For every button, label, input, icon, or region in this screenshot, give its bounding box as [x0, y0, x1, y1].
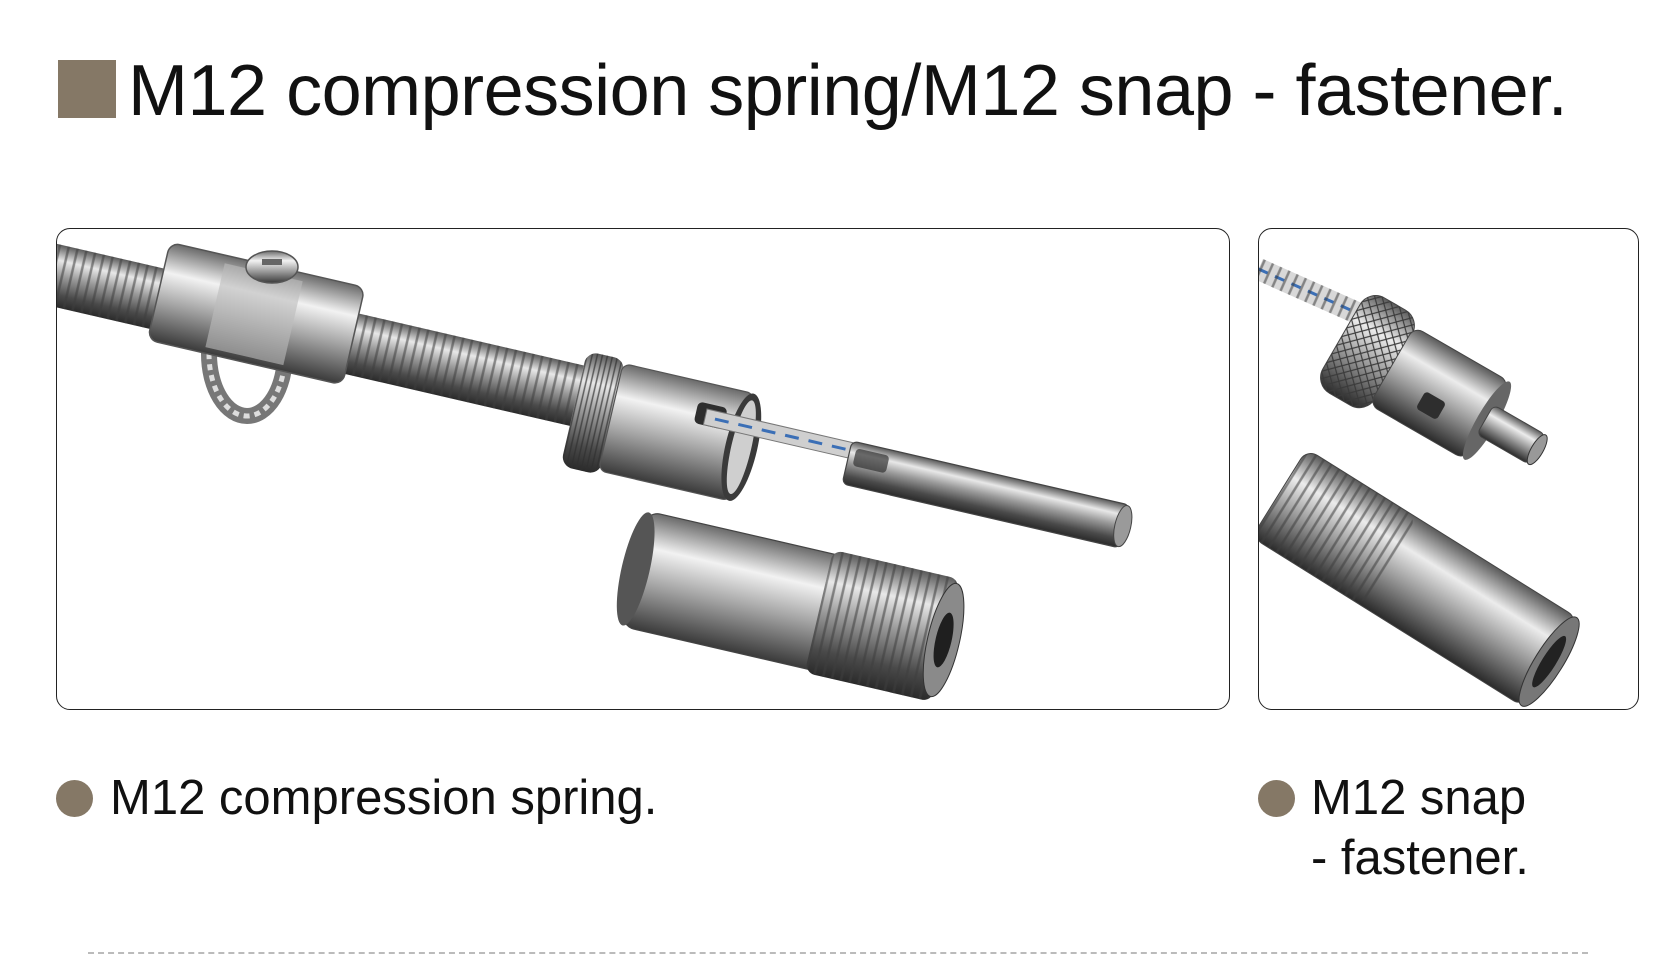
snap-fastener-illustration — [1259, 259, 1580, 707]
circle-bullet-icon — [56, 780, 93, 817]
title-square-icon — [58, 60, 116, 118]
caption-snap-fastener-line2: - fastener. — [1311, 831, 1529, 885]
caption-snap-fastener: M12 snap - fastener. — [1311, 768, 1529, 888]
caption-compression-spring: M12 compression spring. — [110, 771, 658, 825]
caption-snap-fastener-line1: M12 snap — [1311, 771, 1527, 825]
page-title: M12 compression spring/M12 snap - fasten… — [128, 51, 1568, 131]
compression-spring-illustration — [57, 241, 1133, 700]
compression-spring-panel — [56, 228, 1230, 710]
snap-fastener-panel — [1258, 228, 1639, 710]
dashed-divider — [88, 952, 1588, 954]
circle-bullet-icon — [1258, 780, 1295, 817]
